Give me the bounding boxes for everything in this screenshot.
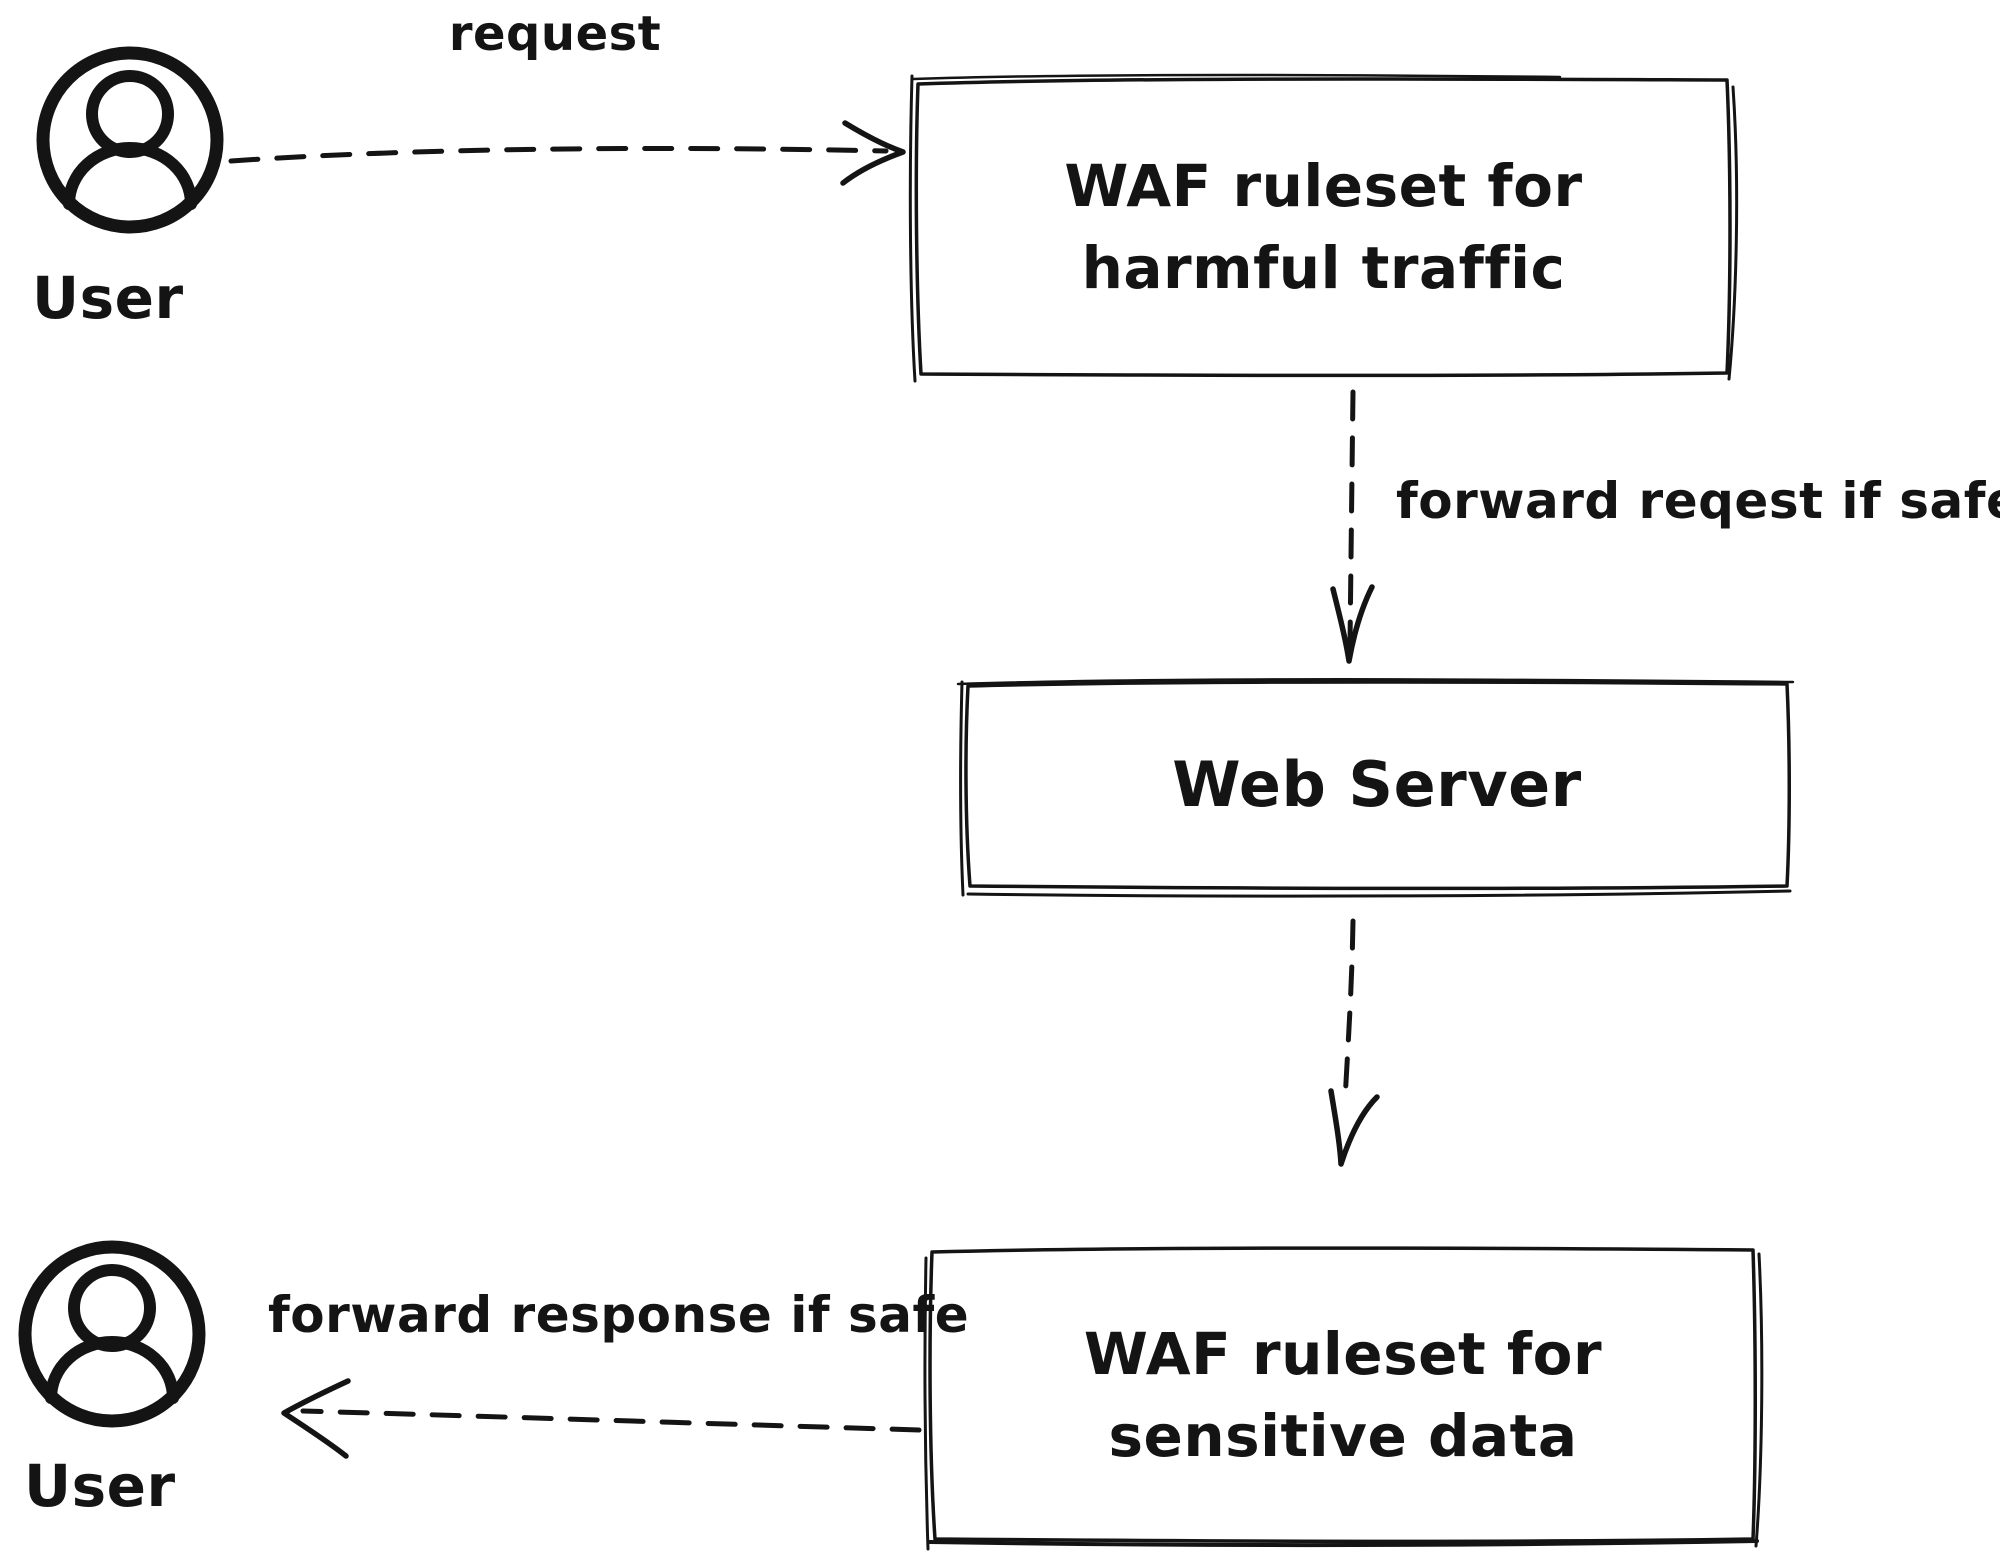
node-waf-harmful-border — [914, 77, 1732, 378]
forward-request-arrow-line — [1347, 389, 1356, 647]
user-outer-circle-icon — [18, 1240, 206, 1428]
forward-response-arrow-line — [300, 1408, 922, 1433]
node-web-server-border — [964, 680, 1791, 891]
node-waf-harmful-sketch-top — [911, 73, 1562, 81]
forward-response-arrowhead-icon — [281, 1378, 351, 1459]
edge-label-forward-request: forward reqest if safe — [1396, 472, 2000, 530]
user-shoulders-icon — [45, 1336, 179, 1404]
node-waf-sensitive — [923, 1246, 1764, 1551]
node-label-line: Web Server — [1172, 748, 1582, 821]
node-web-server — [956, 678, 1795, 898]
node-waf-sensitive-sketch-bottom — [928, 1539, 1759, 1547]
edge-label-forward-response: forward response if safe — [268, 1286, 970, 1344]
user-bottom-label: User — [24, 1452, 176, 1520]
node-label-line: WAF ruleset for — [1083, 1319, 1603, 1388]
node-waf-sensitive-sketch-right — [1754, 1252, 1764, 1548]
node-label-line: harmful traffic — [1081, 233, 1566, 302]
node-label-line: WAF ruleset for — [1064, 151, 1583, 220]
node-label-web-server: Web Server — [963, 677, 1791, 893]
node-waf-harmful — [908, 73, 1739, 383]
edge-label-request: request — [448, 6, 662, 62]
user-head-icon — [68, 1264, 156, 1352]
node-label-waf-sensitive: WAF ruleset for sensitive data — [928, 1246, 1758, 1543]
user-icon — [18, 1240, 206, 1428]
node-web-server-sketch-top — [956, 678, 1795, 686]
user-top-label: User — [32, 264, 184, 332]
forward-response-arrow — [281, 1378, 922, 1459]
node-waf-harmful-sketch-left — [908, 74, 917, 383]
request-arrow-line — [228, 145, 889, 164]
node-label-waf-harmful: WAF ruleset for harmful traffic — [912, 75, 1735, 378]
server-to-sensitive-arrow-line — [1342, 918, 1356, 1103]
forward-request-arrowhead-icon — [1330, 584, 1375, 664]
request-arrowhead-icon — [840, 120, 906, 186]
node-label-line: sensitive data — [1108, 1401, 1578, 1470]
server-to-sensitive-arrowhead-icon — [1328, 1088, 1380, 1167]
node-waf-sensitive-sketch-left — [923, 1256, 930, 1551]
user-icon — [36, 46, 224, 234]
server-to-sensitive-arrow — [1328, 918, 1380, 1167]
request-arrow — [228, 120, 906, 186]
node-web-server-sketch-left — [959, 680, 965, 897]
user-shoulders-icon — [63, 142, 197, 210]
node-waf-harmful-sketch-right — [1727, 85, 1739, 381]
user-head-icon — [86, 70, 174, 158]
node-waf-sensitive-border — [928, 1246, 1757, 1544]
user-outer-circle-icon — [36, 46, 224, 234]
node-web-server-sketch-bottom — [966, 889, 1792, 898]
forward-request-arrow — [1330, 389, 1375, 664]
